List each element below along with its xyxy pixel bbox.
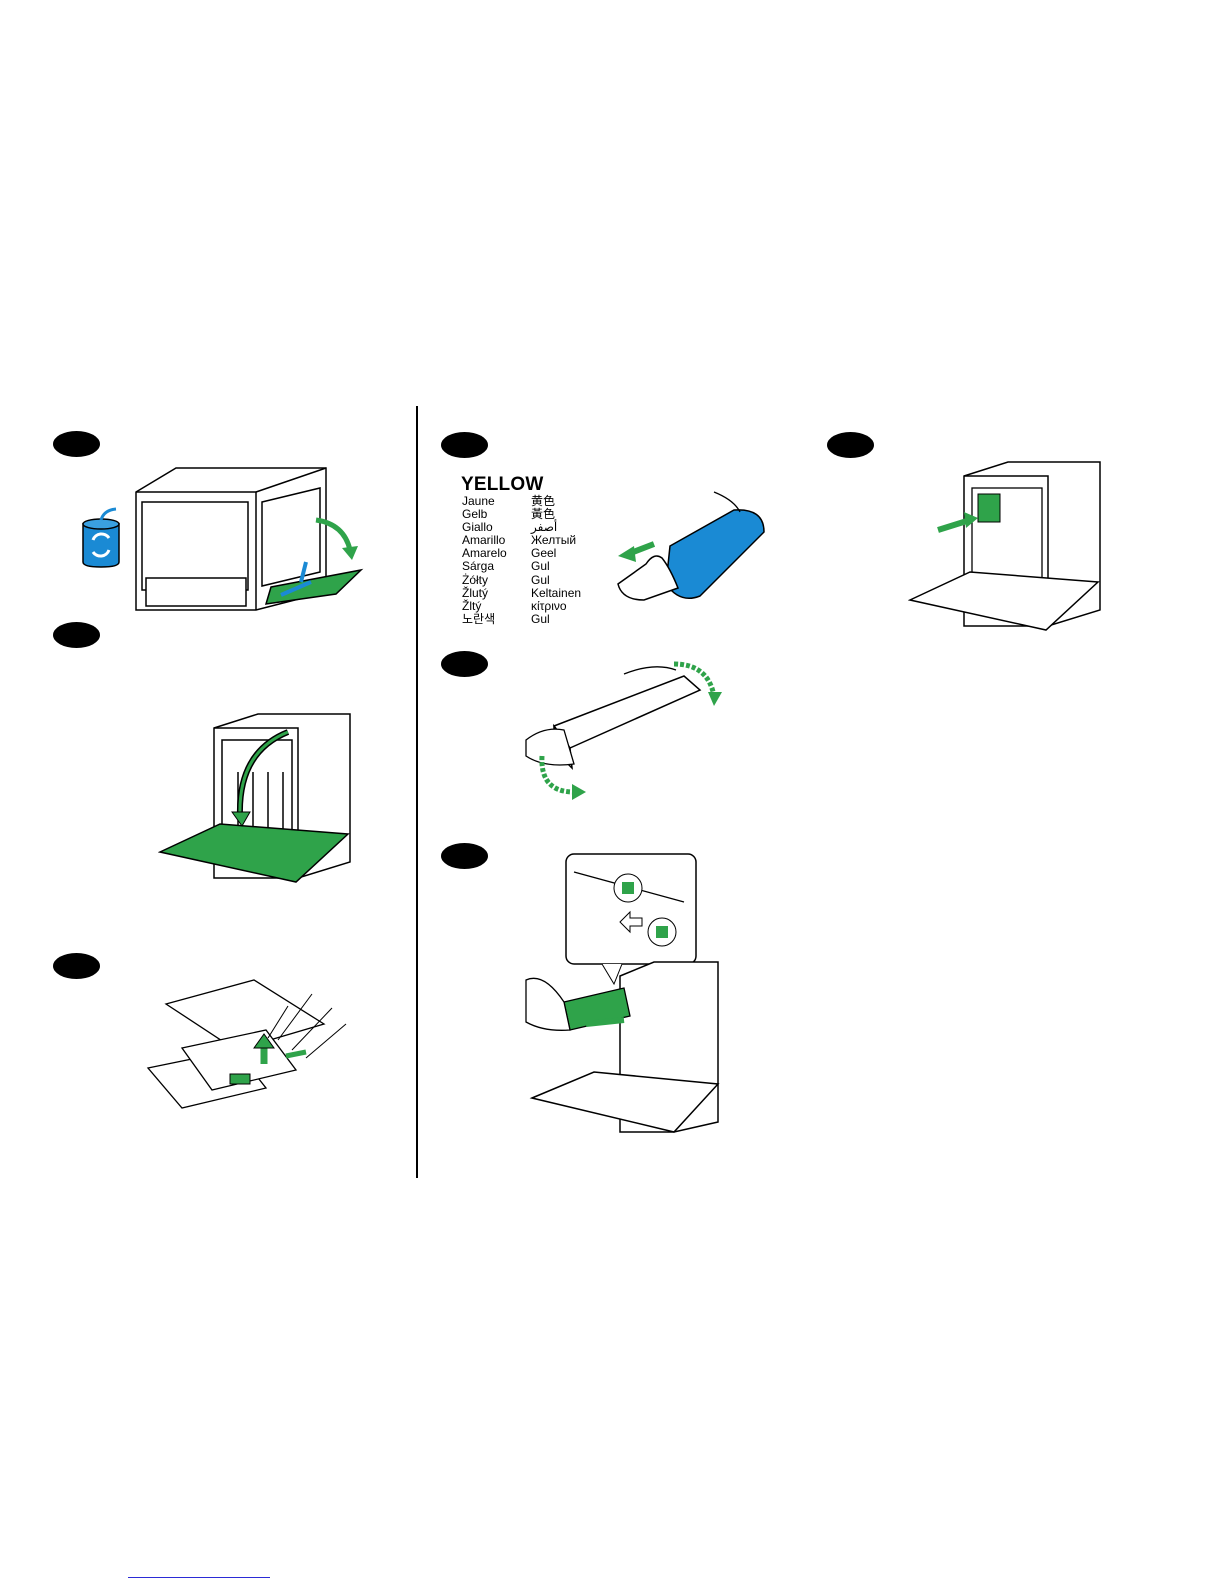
language-item: Keltainen (531, 587, 581, 600)
language-item: Žlutý (462, 587, 507, 600)
color-title: YELLOW (461, 474, 543, 496)
step-badge-2 (53, 622, 100, 648)
step-badge-5 (441, 651, 488, 677)
language-item: 노란색 (462, 613, 507, 626)
toner-shake-illustration (524, 656, 724, 806)
language-item: Gul (531, 613, 581, 626)
language-item: κίτρινο (531, 600, 581, 613)
language-item: Žltý (462, 600, 507, 613)
printer-tray-illustration (76, 462, 366, 622)
box-unpack-illustration (146, 978, 352, 1124)
toner-bag-removal-illustration (614, 488, 774, 616)
column-divider (416, 406, 418, 1178)
language-item: Żółty (462, 574, 507, 587)
step-badge-7 (827, 432, 874, 458)
toner-insert-illustration (524, 852, 724, 1142)
step-badge-6 (441, 843, 488, 869)
recycle-icon (83, 509, 119, 567)
language-item: Sárga (462, 560, 507, 573)
footer-link-underline (128, 1577, 270, 1578)
step-badge-3 (53, 953, 100, 979)
language-item: Gul (531, 560, 581, 573)
language-column-left: Jaune Gelb Giallo Amarillo Amarelo Sárga… (462, 495, 507, 626)
step-badge-4 (441, 432, 488, 458)
language-column-right: 黄色 黃色 أصفر Желтый Geel Gul Gul Keltainen… (531, 495, 581, 626)
front-door-illustration (158, 712, 354, 888)
language-item: Gul (531, 574, 581, 587)
toner-installed-illustration (908, 460, 1104, 636)
step-badge-1 (53, 431, 100, 457)
